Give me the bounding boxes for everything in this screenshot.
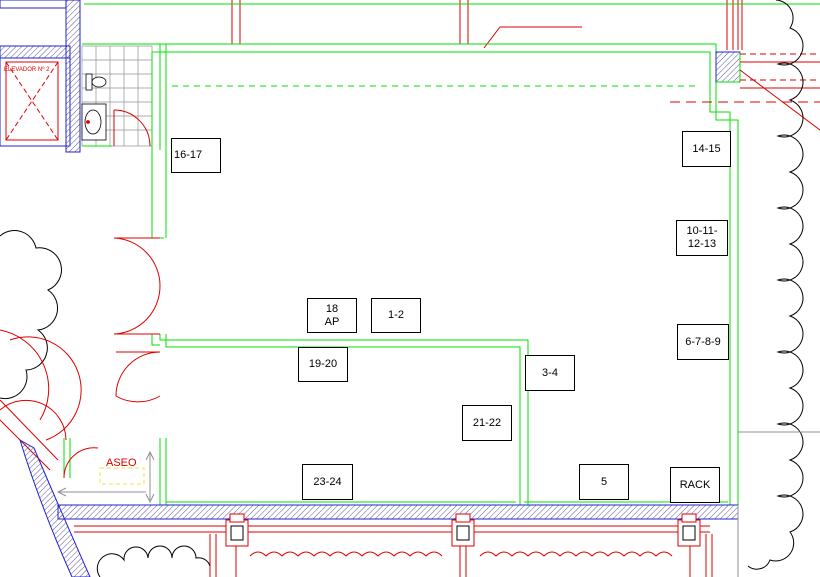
- right-tree-outline: [747, 0, 804, 570]
- left-tree-outline: [0, 230, 62, 400]
- elevator-block: [0, 0, 81, 153]
- elevator-label: ELEVADOR Nº 2: [4, 66, 50, 73]
- label-6-7-8-9: 6-7-8-9: [677, 324, 729, 360]
- bathroom-tiles: [81, 45, 153, 147]
- label-10-11-12-13: 10-11- 12-13: [676, 220, 728, 256]
- bottom-facade: [74, 525, 713, 577]
- bathroom-door: [113, 109, 151, 147]
- label-5: 5: [579, 464, 629, 500]
- bottom-wall: [57, 504, 739, 520]
- label-3-4: 3-4: [525, 355, 575, 391]
- label-16-17: 16-17: [171, 138, 221, 173]
- label-21-22: 21-22: [462, 405, 512, 441]
- bottom-tree-outline: [96, 545, 211, 577]
- right-gray-lines: [737, 431, 820, 577]
- restroom-area: [56, 438, 155, 504]
- top-red-lines: [231, 0, 743, 50]
- toilet-fixture: [85, 73, 107, 91]
- main-room-walls: [82, 43, 739, 505]
- sink-fixture: [81, 103, 107, 141]
- left-doors: [113, 237, 161, 403]
- label-1-2: 1-2: [371, 298, 421, 333]
- label-23-24: 23-24: [302, 464, 353, 500]
- corner-column: [715, 51, 741, 83]
- corner-red-lines: [670, 53, 820, 131]
- label-rack: RACK: [670, 467, 720, 503]
- label-19-20: 19-20: [298, 347, 348, 382]
- label-18-ap: 18 AP: [307, 298, 357, 333]
- left-red-structure: [0, 329, 82, 471]
- curved-wall: [19, 438, 91, 577]
- restroom-label: ASEO: [106, 457, 137, 469]
- window-mullion-cores: [230, 525, 696, 541]
- label-14-15: 14-15: [682, 131, 731, 167]
